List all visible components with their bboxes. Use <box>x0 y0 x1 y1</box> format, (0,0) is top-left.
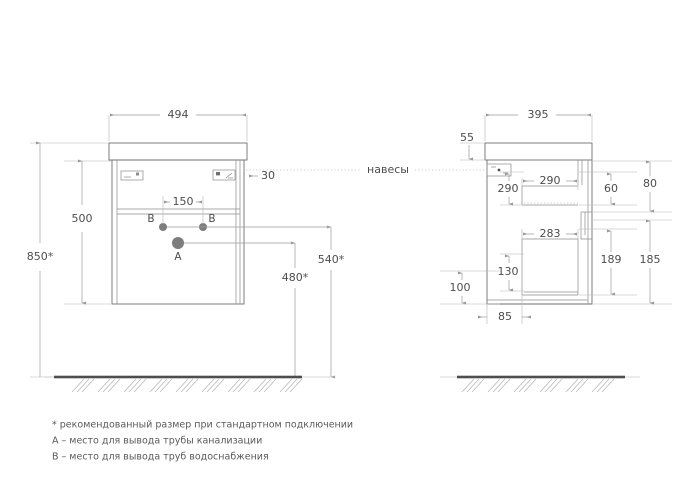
hanger-callout-label: навесы <box>367 163 409 176</box>
dim-offset-85-label: 85 <box>498 310 512 323</box>
dim-depth-395-label: 395 <box>528 108 549 121</box>
dim-height-850-label: 850* <box>27 250 54 263</box>
hanger-bracket-right-icon <box>212 169 236 181</box>
legend-item-b: B – место для вывода труб водоснабжения <box>52 452 269 463</box>
side-ground-line <box>440 375 640 393</box>
dim-height-283-label: 185 <box>640 253 661 266</box>
port-b-right-label: B <box>208 213 215 225</box>
dim-height-130-label: 130 <box>498 265 519 278</box>
dim-height-185: 189 <box>579 228 637 296</box>
dim-height-540: 540* <box>318 225 345 379</box>
side-elevation-group: 395 55 290 <box>440 108 672 393</box>
dim-height-130: 130 <box>498 253 524 292</box>
port-b-right: B <box>199 213 216 231</box>
port-b-left: B <box>147 213 167 231</box>
legend-item-asterisk: * рекомендованный размер при стандартном… <box>52 420 353 431</box>
dim-height-189: 80 <box>593 160 672 213</box>
dim-height-283: 185 <box>593 219 672 305</box>
front-cabinet-body <box>108 142 248 305</box>
dim-height-480: 480* <box>282 241 309 379</box>
hanger-bracket-left-icon <box>120 170 144 181</box>
dim-drawer-upper-290: 290 <box>521 172 579 190</box>
dim-height-100-label: 100 <box>450 281 471 294</box>
dim-width-494-label: 494 <box>168 108 189 121</box>
dim-drawer-upper-290-label: 290 <box>540 174 561 187</box>
dim-height-80-label: 60 <box>604 182 618 195</box>
front-ground-line <box>45 375 335 393</box>
dim-spacing-150: 150 <box>162 195 204 224</box>
dim-height-189-label: 80 <box>643 177 657 190</box>
legend-group: * рекомендованный размер при стандартном… <box>52 420 353 463</box>
dim-height-500: 500 <box>64 159 111 305</box>
dim-height-480-label: 480* <box>282 271 309 284</box>
dim-top-55: 55 <box>460 131 484 161</box>
dim-height-850: 850* <box>27 141 108 378</box>
hanger-callout: навесы <box>246 163 487 176</box>
dim-offset-30: 30 <box>248 169 275 182</box>
port-b-left-label: B <box>147 213 154 225</box>
dim-depth-395: 395 <box>484 108 593 141</box>
side-cabinet-body <box>484 142 593 305</box>
dim-drawer-lower-290-label: 283 <box>540 227 561 240</box>
front-elevation-group: B B A 494 <box>27 108 345 393</box>
dim-drawer-lower-290: 283 <box>521 227 579 242</box>
dim-height-100: 100 <box>440 270 500 305</box>
dim-height-80: 60 <box>579 171 637 206</box>
dim-offset-60: 290 <box>498 171 524 206</box>
dim-offset-30-label: 30 <box>261 169 275 182</box>
port-a-center-label: A <box>174 251 182 263</box>
dim-offset-60-label: 290 <box>498 182 519 195</box>
dim-offset-85: 85 <box>477 254 531 324</box>
dim-top-55-label: 55 <box>460 131 474 144</box>
dim-height-540-label: 540* <box>318 253 345 266</box>
dim-height-185-label: 189 <box>601 253 622 266</box>
legend-item-a: A – место для вывода трубы канализации <box>52 436 262 447</box>
side-hanger-bracket-icon <box>486 163 512 177</box>
port-a-center: A <box>172 237 184 263</box>
dim-width-494: 494 <box>108 108 248 141</box>
dim-spacing-150-label: 150 <box>173 195 194 208</box>
dim-height-500-label: 500 <box>72 212 93 225</box>
